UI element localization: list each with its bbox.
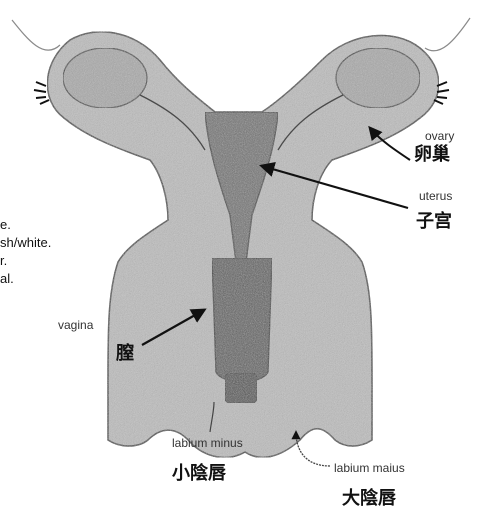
left-fimbria-strand — [12, 20, 60, 50]
vagina-label-zh: 膣 — [116, 345, 134, 363]
uterus-label-zh: 子宫 — [416, 213, 452, 231]
vagina-canal-shape — [212, 258, 272, 382]
right-fimbria-strand — [425, 18, 470, 51]
uterus-label-en: uterus — [419, 190, 452, 202]
left-text-fragment-1: e. — [0, 218, 11, 231]
ovary-label-zh: 卵巢 — [414, 146, 450, 164]
vestibule-shape — [225, 373, 257, 403]
labium-maius-label-zh: 大陰唇 — [342, 490, 396, 508]
labium-minus-label-zh: 小陰唇 — [172, 465, 226, 483]
vagina-label-en: vagina — [58, 319, 93, 331]
labium-minus-label-en: labium minus — [172, 437, 243, 449]
left-text-fragment-2: sh/white. — [0, 236, 51, 249]
left-text-fragment-4: al. — [0, 272, 14, 285]
labium-maius-label-en: labium maius — [334, 462, 405, 474]
left-ovary-shape — [63, 48, 147, 108]
left-text-fragment-3: r. — [0, 254, 7, 267]
right-ovary-shape — [336, 48, 420, 108]
ovary-label-en: ovary — [425, 130, 454, 142]
